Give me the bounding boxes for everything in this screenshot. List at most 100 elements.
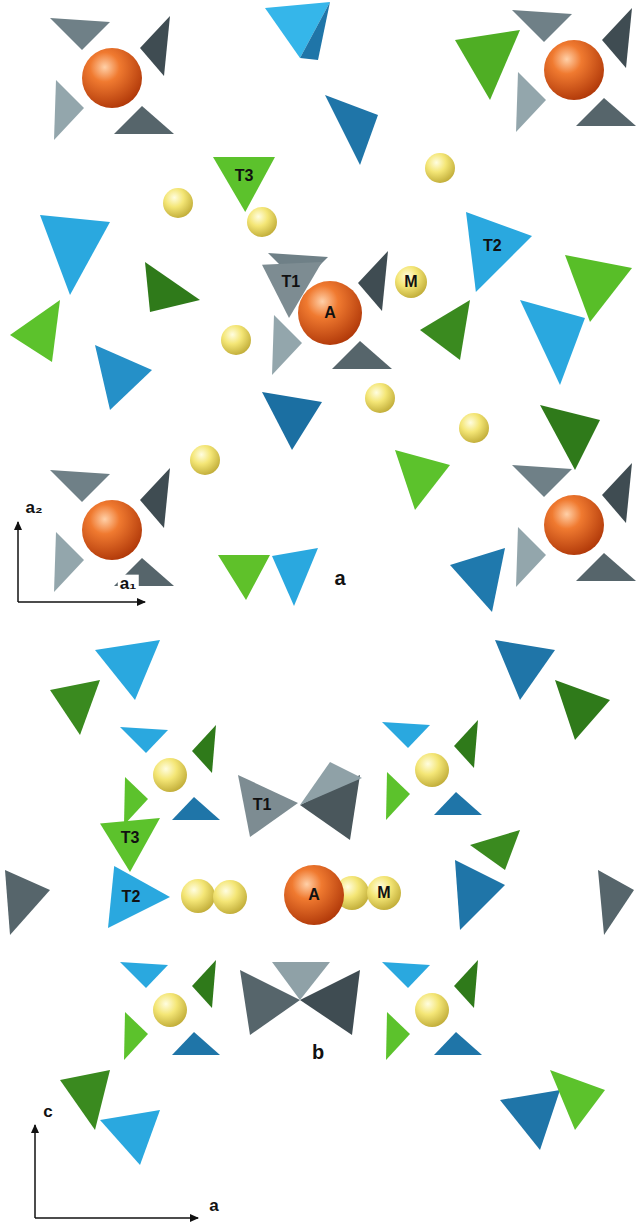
- m-site-sphere: [459, 413, 489, 443]
- m-site-sphere: [365, 383, 395, 413]
- a-site-sphere: [82, 500, 142, 560]
- panel-a-framework: [10, 2, 636, 612]
- axes-a: [18, 522, 145, 602]
- tetra-window: [382, 960, 482, 1060]
- cation-sphere: A: [298, 281, 362, 345]
- panel-label: b: [310, 1041, 326, 1063]
- site-label: A: [324, 305, 336, 321]
- tetrahedron: [565, 255, 632, 322]
- tetrahedron: [540, 405, 600, 470]
- site-label: T2: [483, 238, 502, 254]
- tetrahedron: [395, 450, 450, 510]
- m-site-sphere: [213, 880, 247, 914]
- tetrahedron: [40, 215, 110, 295]
- site-label: A: [308, 887, 320, 903]
- tetrahedron-site: T3: [100, 818, 160, 872]
- tetrahedron: [450, 548, 505, 612]
- site-label: T3: [121, 830, 140, 846]
- m-site-sphere: [415, 993, 449, 1027]
- site-label: T1: [253, 797, 272, 813]
- tetra-window: [512, 463, 636, 587]
- a-site-sphere: [544, 495, 604, 555]
- axis-label: a₂: [23, 499, 44, 518]
- site-label: M: [404, 274, 417, 290]
- tetrahedron: [5, 870, 50, 935]
- cation-sphere-fill: [298, 281, 362, 345]
- axis-label: a: [207, 1197, 220, 1216]
- cation-sphere: M: [395, 266, 427, 298]
- tetrahedron-site: T3: [213, 157, 275, 212]
- axis-arrow: [17, 522, 19, 602]
- tetrahedron: [300, 2, 330, 60]
- m-site-sphere: [247, 207, 277, 237]
- tetrahedron: [555, 680, 610, 740]
- cation-sphere-fill: [284, 865, 344, 925]
- panel-a-atoms: [82, 40, 604, 560]
- m-site-sphere: [181, 879, 215, 913]
- tetrahedron: [420, 300, 470, 360]
- tetrahedron-site-fill: [213, 157, 275, 212]
- site-label: T3: [235, 168, 254, 184]
- tetrahedron-site: T1: [238, 775, 298, 837]
- axis-label: c: [41, 1103, 54, 1122]
- tetrahedron: [325, 95, 378, 165]
- tetrahedron-site: T2: [466, 212, 532, 292]
- tetrahedron: [455, 30, 520, 100]
- tetrahedron: [50, 680, 100, 735]
- tetrahedron: [10, 300, 60, 362]
- m-site-sphere: [153, 993, 187, 1027]
- tetrahedron: [218, 555, 270, 600]
- tetrahedron-site-fill: [238, 775, 298, 837]
- axis-arrow: [34, 1125, 36, 1218]
- cation-sphere-fill: [395, 266, 427, 298]
- tetrahedron-site-fill: [108, 866, 170, 928]
- tetrahedron: [520, 300, 585, 385]
- a-site-sphere: [544, 40, 604, 100]
- m-site-sphere: [415, 753, 449, 787]
- tetrahedron: [95, 640, 160, 700]
- a-site-sphere: [82, 48, 142, 108]
- tetrahedron-site-fill: [100, 818, 160, 872]
- tetrahedron: [262, 392, 322, 450]
- axes-b: [35, 1125, 198, 1218]
- axis-arrow: [18, 601, 145, 603]
- panel-label: a: [332, 567, 347, 589]
- panel-b-framework: [5, 640, 634, 1165]
- tetrahedron: [95, 345, 152, 410]
- cation-sphere: M: [367, 876, 401, 910]
- tetrahedron: [100, 1110, 160, 1165]
- axis-arrow: [35, 1217, 198, 1219]
- tetra-window: [50, 468, 174, 592]
- cation-sphere: A: [284, 865, 344, 925]
- tetrahedron: [470, 830, 520, 870]
- m-site-sphere: [221, 325, 251, 355]
- m-site-sphere: [163, 188, 193, 218]
- tetrahedron: [272, 962, 330, 1000]
- tetrahedron: [495, 640, 555, 700]
- tetrahedron-site: T2: [108, 866, 170, 928]
- tetrahedron-site-shape: [213, 157, 275, 212]
- tetrahedron: [300, 762, 362, 805]
- tetra-window: [120, 960, 220, 1060]
- tetrahedron: [272, 548, 318, 606]
- tetrahedron-site-fill: [466, 212, 532, 292]
- tetrahedron: [455, 860, 505, 930]
- tetra-window: [382, 720, 482, 820]
- tetra-window: [120, 725, 220, 825]
- m-site-sphere: [190, 445, 220, 475]
- tetrahedron: [550, 1070, 605, 1130]
- tetrahedron: [500, 1090, 560, 1150]
- site-label: T2: [122, 889, 141, 905]
- tetrahedron: [145, 262, 200, 312]
- tetrahedron: [598, 870, 634, 935]
- axis-label: a₁: [118, 575, 139, 594]
- site-label: M: [377, 885, 390, 901]
- site-label: T1: [281, 274, 300, 290]
- m-site-sphere: [153, 758, 187, 792]
- tetra-window: [512, 8, 636, 132]
- cation-sphere-fill: [367, 876, 401, 910]
- m-site-sphere: [425, 153, 455, 183]
- panel-b-atoms: [153, 753, 449, 1027]
- tetra-window: [50, 16, 174, 140]
